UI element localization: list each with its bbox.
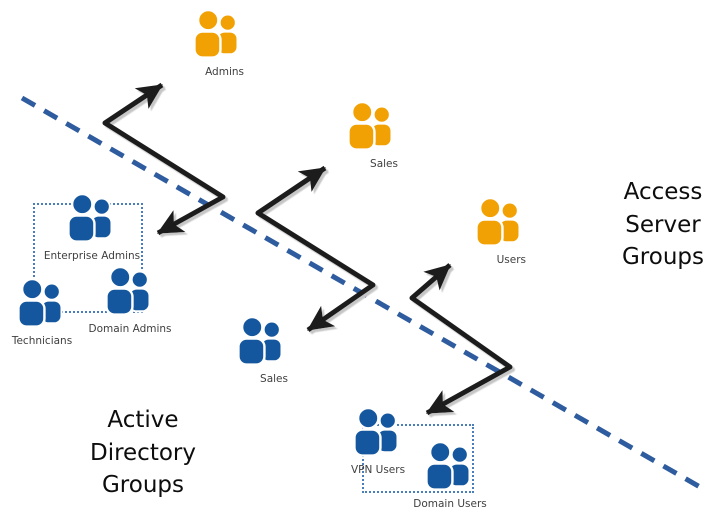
node-sales-access-server: Sales <box>346 100 398 171</box>
node-label: Sales <box>260 373 288 385</box>
node-admins: Admins <box>192 8 244 79</box>
node-vpn-users: VPN Users <box>350 406 406 477</box>
node-label: Technicians <box>11 335 73 347</box>
node-technicians: Technicians <box>12 277 72 348</box>
node-label: Sales <box>370 158 398 170</box>
node-domain-admins: Domain Admins <box>88 265 172 336</box>
node-label: Domain Admins <box>88 323 172 335</box>
user-group-icon <box>346 100 398 152</box>
arrow-sales-to-sales <box>255 165 376 333</box>
user-group-icon <box>66 192 118 244</box>
user-group-icon <box>352 406 404 458</box>
arrow-vpn-users-to-users <box>409 263 513 416</box>
node-label: Domain Users <box>413 498 487 510</box>
node-sales-active-directory: Sales <box>236 315 288 386</box>
node-users: Users <box>474 196 526 267</box>
user-group-icon <box>474 196 526 248</box>
heading-active-directory-groups: Active Directory Groups <box>89 407 196 498</box>
node-label: Enterprise Admins <box>43 250 141 262</box>
heading-access-server-groups: Access Server Groups <box>621 179 704 270</box>
user-group-icon <box>16 277 68 329</box>
node-label: Admins <box>205 66 244 78</box>
node-domain-users: Domain Users <box>413 440 487 511</box>
user-group-icon <box>104 265 156 317</box>
user-group-icon <box>424 440 476 492</box>
node-enterprise-admins: Enterprise Admins <box>44 192 140 263</box>
user-group-icon <box>192 8 244 60</box>
node-label: VPN Users <box>350 464 406 476</box>
node-label: Users <box>496 254 526 266</box>
user-group-icon <box>236 315 288 367</box>
